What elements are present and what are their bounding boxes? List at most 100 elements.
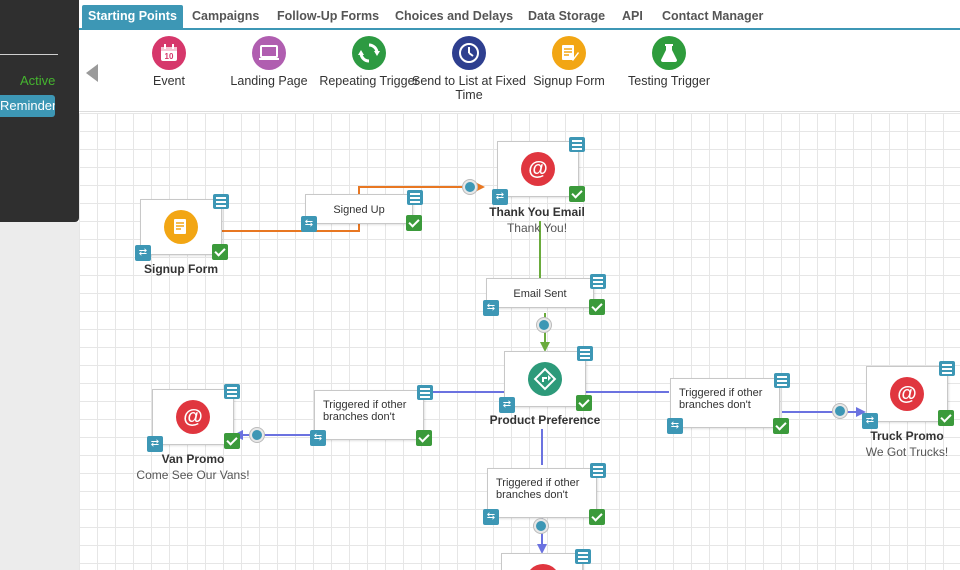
node-menu-icon[interactable] bbox=[774, 373, 790, 388]
node-van-promo[interactable]: @ bbox=[152, 389, 234, 445]
node-menu-icon[interactable] bbox=[224, 384, 240, 399]
node-menu-icon[interactable] bbox=[575, 549, 591, 564]
node-menu-icon[interactable] bbox=[939, 361, 955, 376]
node-check-icon[interactable] bbox=[406, 215, 422, 231]
palette-item-label: Repeating Trigger bbox=[319, 74, 419, 88]
tab-choices-and-delays[interactable]: Choices and Delays bbox=[395, 9, 514, 23]
node-text: Triggered if other branches don't bbox=[323, 399, 407, 423]
node-text: Triggered if other branches don't bbox=[679, 387, 763, 411]
node-exit-icon[interactable]: ⇄ bbox=[862, 413, 878, 429]
node-label: Van Promo bbox=[161, 452, 225, 466]
node-sublabel: Thank You! bbox=[506, 221, 568, 235]
node-menu-icon[interactable] bbox=[407, 190, 423, 205]
clock-icon bbox=[452, 36, 486, 70]
left-sidebar: Active Reminders bbox=[0, 0, 79, 222]
node-check-icon[interactable] bbox=[224, 433, 240, 449]
decision-icon bbox=[528, 362, 562, 396]
email-at-icon: @ bbox=[176, 400, 210, 434]
node-exit-icon[interactable]: ⇄ bbox=[135, 245, 151, 261]
node-check-icon[interactable] bbox=[589, 509, 605, 525]
workflow-canvas[interactable]: ⇄ Signup Form Signed Up ⇆ @ ⇄ Thank You … bbox=[79, 113, 960, 570]
node-text: Email Sent bbox=[513, 288, 567, 300]
email-at-icon: @ bbox=[890, 377, 924, 411]
node-check-icon[interactable] bbox=[589, 299, 605, 315]
node-trigger-left[interactable]: Triggered if other branches don't bbox=[314, 390, 424, 440]
node-exit-icon[interactable]: ⇆ bbox=[483, 300, 499, 316]
node-sublabel: Come See Our Vans! bbox=[136, 468, 250, 482]
reminders-button-label: Reminders bbox=[0, 98, 55, 113]
node-menu-icon[interactable] bbox=[577, 346, 593, 361]
connector-dot[interactable] bbox=[833, 404, 847, 418]
palette-item-event[interactable]: 10 Event bbox=[109, 36, 229, 88]
node-signup-form[interactable] bbox=[140, 199, 222, 255]
node-check-icon[interactable] bbox=[212, 244, 228, 260]
connector-dot[interactable] bbox=[250, 428, 264, 442]
repeat-icon bbox=[352, 36, 386, 70]
email-at-icon bbox=[526, 564, 560, 570]
palette-item-label: Signup Form bbox=[533, 74, 605, 88]
tab-contact-manager[interactable]: Contact Manager bbox=[662, 9, 764, 23]
sidebar-divider bbox=[0, 54, 58, 55]
node-menu-icon[interactable] bbox=[569, 137, 585, 152]
tab-bar: Starting Points Campaigns Follow-Up Form… bbox=[79, 0, 960, 30]
node-label: Product Preference bbox=[489, 413, 601, 427]
svg-text:10: 10 bbox=[165, 52, 174, 61]
node-thank-you-email[interactable]: @ bbox=[497, 141, 579, 197]
form-icon bbox=[552, 36, 586, 70]
landing-page-icon bbox=[252, 36, 286, 70]
node-email-sent[interactable]: Email Sent bbox=[486, 278, 594, 308]
node-exit-icon[interactable]: ⇆ bbox=[310, 430, 326, 446]
connector-dot[interactable] bbox=[534, 519, 548, 533]
node-trigger-bottom[interactable]: Triggered if other branches don't bbox=[487, 468, 597, 518]
sidebar-lower-area bbox=[0, 222, 79, 570]
node-check-icon[interactable] bbox=[569, 186, 585, 202]
node-text: Triggered if other branches don't bbox=[496, 477, 580, 501]
node-exit-icon[interactable]: ⇆ bbox=[301, 216, 317, 232]
node-menu-icon[interactable] bbox=[213, 194, 229, 209]
tab-api[interactable]: API bbox=[622, 9, 643, 23]
node-exit-icon[interactable]: ⇄ bbox=[147, 436, 163, 452]
node-check-icon[interactable] bbox=[773, 418, 789, 434]
palette-item-repeating-trigger[interactable]: Repeating Trigger bbox=[309, 36, 429, 88]
node-product-preference[interactable] bbox=[504, 351, 586, 407]
node-menu-icon[interactable] bbox=[590, 463, 606, 478]
email-at-icon: @ bbox=[521, 152, 555, 186]
status-active-label: Active bbox=[20, 73, 56, 88]
calendar-icon: 10 bbox=[152, 36, 186, 70]
node-check-icon[interactable] bbox=[416, 430, 432, 446]
node-label: Truck Promo bbox=[870, 429, 944, 443]
tab-follow-up-forms[interactable]: Follow-Up Forms bbox=[277, 9, 380, 23]
tab-starting-points[interactable]: Starting Points bbox=[82, 5, 183, 29]
node-exit-icon[interactable]: ⇄ bbox=[499, 397, 515, 413]
node-exit-icon[interactable]: ⇄ bbox=[492, 189, 508, 205]
reminders-button[interactable]: Reminders bbox=[0, 95, 55, 117]
node-check-icon[interactable] bbox=[938, 410, 954, 426]
node-trigger-right[interactable]: Triggered if other branches don't bbox=[670, 378, 780, 428]
node-partial-bottom[interactable] bbox=[501, 553, 583, 570]
tab-campaigns[interactable]: Campaigns bbox=[192, 9, 260, 23]
node-exit-icon[interactable]: ⇆ bbox=[483, 509, 499, 525]
node-signed-up[interactable]: Signed Up bbox=[305, 194, 413, 224]
node-check-icon[interactable] bbox=[576, 395, 592, 411]
palette-item-label: Event bbox=[153, 74, 185, 88]
palette-item-send-to-list[interactable]: Send to List at Fixed Time bbox=[409, 36, 529, 102]
form-icon bbox=[164, 210, 198, 244]
palette-item-signup-form[interactable]: Signup Form bbox=[509, 36, 629, 88]
connector-dot[interactable] bbox=[537, 318, 551, 332]
palette-item-label: Landing Page bbox=[230, 74, 308, 88]
palette-item-landing-page[interactable]: Landing Page bbox=[209, 36, 329, 88]
connector-dot[interactable] bbox=[463, 180, 477, 194]
node-truck-promo[interactable]: @ bbox=[866, 366, 948, 422]
node-label: Signup Form bbox=[144, 262, 218, 276]
palette-scroll-left-icon[interactable] bbox=[86, 64, 98, 82]
palette-item-label: Send to List at Fixed Time bbox=[412, 74, 526, 102]
palette-item-label: Testing Trigger bbox=[628, 74, 710, 88]
tab-data-storage[interactable]: Data Storage bbox=[528, 9, 606, 23]
node-text: Signed Up bbox=[333, 204, 385, 216]
node-exit-icon[interactable]: ⇆ bbox=[667, 418, 683, 434]
starting-points-palette: 10 Event Landing Page Repeating Trigger … bbox=[79, 30, 960, 112]
node-menu-icon[interactable] bbox=[590, 274, 606, 289]
flask-icon bbox=[652, 36, 686, 70]
node-menu-icon[interactable] bbox=[417, 385, 433, 400]
palette-item-testing-trigger[interactable]: Testing Trigger bbox=[609, 36, 729, 88]
